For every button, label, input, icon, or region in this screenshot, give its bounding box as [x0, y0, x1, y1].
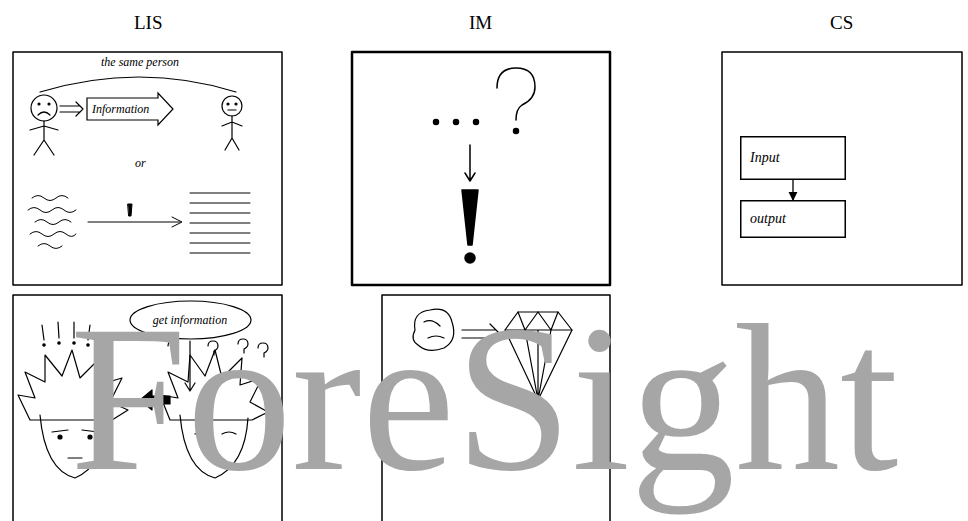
- lis-ordering-sketch-stroke: [30, 232, 76, 237]
- arrow-box: Information: [86, 97, 174, 121]
- lis-ordering-sketch-stroke: [88, 217, 182, 227]
- sketch-note: or: [135, 156, 146, 170]
- sketch-note: the same person: [101, 55, 179, 69]
- lis-ordering-sketch-stroke: [28, 208, 76, 213]
- panel-frames: [13, 52, 962, 521]
- process-box: output: [740, 200, 846, 238]
- lis-transfer-sketch-stroke: [235, 103, 237, 105]
- lis-people-sketch-stroke: [58, 435, 62, 439]
- lis-people-sketch-stroke: [43, 344, 45, 346]
- lis-transfer-sketch-stroke: [48, 103, 50, 105]
- watermark: ForeSight: [70, 278, 898, 520]
- im-question-to-insight-stroke: [454, 120, 459, 125]
- panel-frames-stroke: [352, 52, 610, 285]
- im-question-to-insight-stroke: [462, 190, 478, 245]
- panel-frames-stroke: [13, 52, 282, 285]
- im-question-to-insight-stroke: [465, 145, 475, 181]
- node-text: Input: [750, 150, 780, 166]
- lis-ordering-sketch-stroke: [38, 244, 62, 249]
- lis-ordering-sketch-stroke: [128, 204, 132, 216]
- node-text: Information: [92, 102, 149, 117]
- lis-ordering-sketch-stroke: [32, 196, 68, 201]
- im-question-to-insight-stroke: [497, 68, 535, 120]
- arrow-box-outline: [87, 93, 173, 125]
- process-box: Input: [740, 136, 846, 180]
- lis-transfer-sketch-stroke: [31, 95, 57, 121]
- column-heading: CS: [830, 12, 853, 35]
- lis-transfer-sketch-stroke: [228, 109, 236, 110]
- node-text: output: [750, 211, 786, 227]
- im-question-to-insight-stroke: [514, 129, 519, 134]
- lis-transfer-sketch-stroke: [38, 103, 40, 105]
- im-question-to-insight-stroke: [434, 120, 439, 125]
- box-outline: [741, 137, 846, 180]
- lis-transfer-sketch-stroke: [222, 116, 242, 150]
- lis-ordering-sketch: [28, 193, 250, 253]
- lis-transfer-sketch-stroke: [40, 77, 236, 92]
- box-outline: [741, 201, 846, 238]
- lis-transfer-sketch-stroke: [227, 103, 229, 105]
- lis-ordering-sketch-stroke: [190, 193, 250, 253]
- im-question-to-insight: [434, 68, 536, 263]
- lis-transfer-sketch-stroke: [60, 102, 83, 116]
- lis-transfer-sketch: [30, 77, 242, 155]
- flow-arrow: [792, 180, 793, 200]
- im-question-to-insight-stroke: [474, 120, 479, 125]
- lis-people-sketch-stroke: [58, 342, 60, 344]
- column-heading: IM: [469, 12, 492, 35]
- lis-transfer-sketch-stroke: [38, 112, 50, 115]
- panel-frames-stroke: [722, 52, 962, 285]
- im-question-to-insight-stroke: [465, 253, 475, 263]
- column-heading: LIS: [134, 12, 163, 35]
- lis-transfer-sketch-stroke: [30, 121, 58, 155]
- lis-transfer-sketch-stroke: [222, 96, 242, 116]
- lis-ordering-sketch-stroke: [35, 220, 71, 225]
